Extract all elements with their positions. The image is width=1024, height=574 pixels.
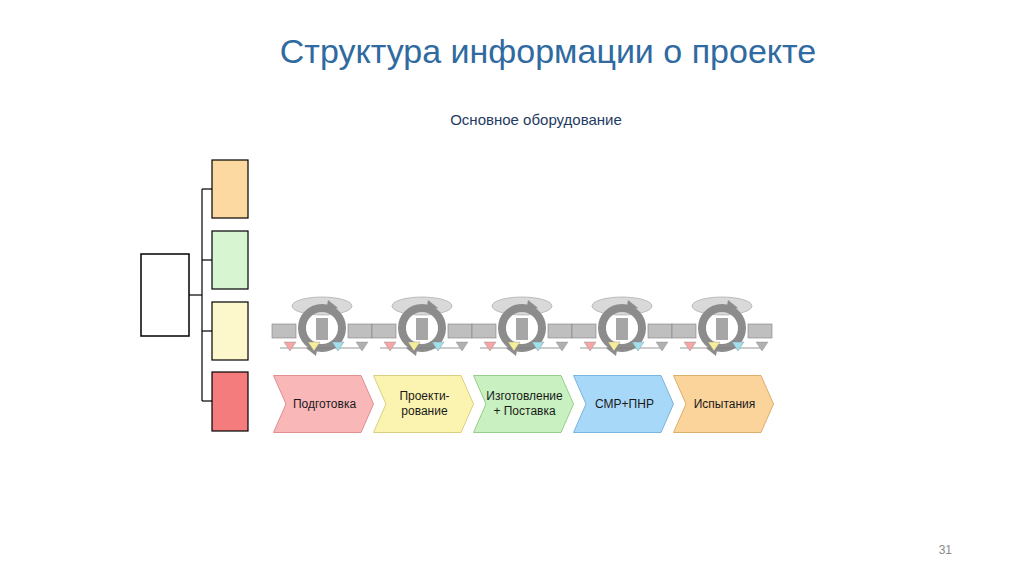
stage-label: СМР+ПНР xyxy=(573,375,674,433)
process-chevron: Изготовление + Поставка xyxy=(473,375,574,433)
process-chevron: Испытания xyxy=(673,375,774,433)
cycle-icon xyxy=(572,297,672,356)
process-chevron: СМР+ПНР xyxy=(573,375,674,433)
category-box xyxy=(212,231,248,289)
stage-label: Проекти- рование xyxy=(373,375,474,433)
subtitle: Основное оборудование xyxy=(0,111,1024,128)
stage-label: Изготовление + Поставка xyxy=(473,375,574,433)
cycle-icon xyxy=(272,297,372,356)
category-box xyxy=(212,302,248,360)
page-number: 31 xyxy=(900,543,952,557)
process-chevron: Проекти- рование xyxy=(373,375,474,433)
cycle-icons xyxy=(272,297,772,356)
slide-title: Структура информации о проекте xyxy=(0,32,1024,71)
stage-label: Испытания xyxy=(673,375,774,433)
process-chevron: Подготовка xyxy=(273,375,374,433)
root-box xyxy=(141,254,189,336)
category-box xyxy=(212,160,248,218)
cycle-icon xyxy=(372,297,472,356)
cycle-icon xyxy=(672,297,772,356)
stage-label: Подготовка xyxy=(273,375,374,433)
category-box xyxy=(212,372,248,431)
bracket xyxy=(189,189,212,401)
cycle-icon xyxy=(472,297,572,356)
